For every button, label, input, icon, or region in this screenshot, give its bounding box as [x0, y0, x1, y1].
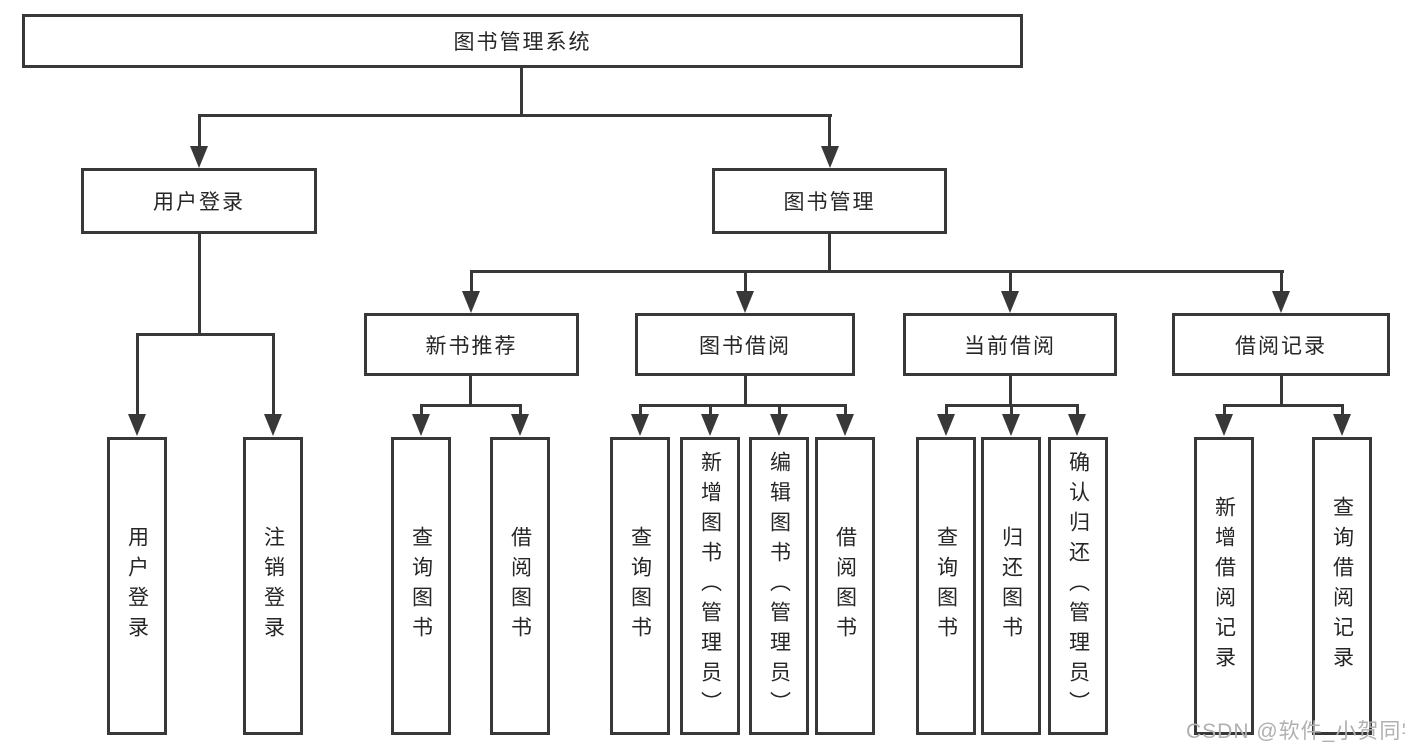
connector-line: [744, 270, 747, 293]
arrow-down-icon: [412, 414, 430, 436]
arrow-down-icon: [631, 414, 649, 436]
arrow-down-icon: [462, 291, 480, 313]
node-borrow-records: 借阅记录: [1172, 313, 1390, 376]
connector-line: [639, 404, 847, 407]
leaf-newbook-borrow-books: 借阅图书: [490, 437, 550, 735]
connector-line: [1280, 270, 1283, 293]
node-label: 确认归还（管理员）: [1066, 451, 1090, 721]
connector-line: [470, 270, 1284, 273]
leaf-borrowing-query-books: 查询图书: [610, 437, 670, 735]
connector-line: [272, 333, 275, 416]
arrow-down-icon: [1068, 414, 1086, 436]
node-label: 用户登录: [153, 191, 245, 214]
arrow-down-icon: [821, 146, 839, 168]
node-label: 编辑图书（管理员）: [767, 451, 791, 721]
connector-line: [519, 404, 522, 417]
connector-line: [470, 270, 473, 293]
connector-line: [1009, 270, 1012, 293]
arrow-down-icon: [937, 414, 955, 436]
arrow-down-icon: [1002, 414, 1020, 436]
connector-line: [198, 114, 832, 117]
node-book-borrowing: 图书借阅: [635, 313, 855, 376]
leaf-logout: 注销登录: [243, 437, 303, 735]
connector-line: [945, 404, 948, 417]
arrow-down-icon: [836, 414, 854, 436]
connector-line: [1076, 404, 1079, 417]
connector-line: [420, 404, 522, 407]
leaf-user-login: 用户登录: [107, 437, 167, 735]
connector-line: [1341, 404, 1344, 417]
connector-line: [744, 374, 747, 406]
leaf-borrowing-add-books-admin: 新增图书（管理员）: [680, 437, 740, 735]
connector-line: [778, 404, 781, 417]
arrow-down-icon: [264, 414, 282, 436]
connector-line: [520, 67, 523, 116]
connector-line: [1223, 404, 1344, 407]
connector-line: [1280, 374, 1283, 406]
node-book-management: 图书管理: [712, 168, 947, 234]
connector-line: [844, 404, 847, 417]
arrow-down-icon: [1272, 291, 1290, 313]
node-label: 当前借阅: [964, 334, 1056, 358]
connector-line: [198, 233, 201, 335]
node-label: 查询图书: [409, 526, 433, 646]
leaf-newbook-query-books: 查询图书: [391, 437, 451, 735]
connector-line: [136, 333, 275, 336]
node-label: 归还图书: [999, 526, 1023, 646]
connector-line: [1010, 404, 1013, 417]
leaf-borrowing-borrow-books: 借阅图书: [815, 437, 875, 735]
connector-line: [639, 404, 642, 417]
connector-line: [420, 404, 423, 417]
leaf-records-query-record: 查询借阅记录: [1312, 437, 1372, 735]
leaf-current-confirm-return-admin: 确认归还（管理员）: [1048, 437, 1108, 735]
arrow-down-icon: [128, 414, 146, 436]
node-label: 新书推荐: [425, 334, 518, 358]
arrow-down-icon: [701, 414, 719, 436]
connector-line: [198, 114, 201, 148]
watermark: CSDN @软件_小贺同学: [1186, 720, 1405, 743]
connector-line: [136, 333, 139, 416]
arrow-down-icon: [1215, 414, 1233, 436]
node-label: 借阅记录: [1235, 334, 1327, 358]
arrow-down-icon: [770, 414, 788, 436]
arrow-down-icon: [511, 414, 529, 436]
node-new-book-recommend: 新书推荐: [364, 313, 579, 376]
connector-line: [469, 374, 472, 406]
arrow-down-icon: [1333, 414, 1351, 436]
node-label: 图书管理系统: [453, 31, 592, 54]
node-label: 查询图书: [628, 526, 652, 646]
connector-line: [1223, 404, 1226, 417]
connector-line: [828, 114, 831, 148]
leaf-records-add-record: 新增借阅记录: [1194, 437, 1254, 735]
node-label: 图书借阅: [699, 334, 791, 358]
leaf-current-return-books: 归还图书: [981, 437, 1041, 735]
node-label: 借阅图书: [833, 526, 857, 646]
leaf-borrowing-edit-books-admin: 编辑图书（管理员）: [749, 437, 809, 735]
node-label: 图书管理: [783, 191, 876, 214]
node-label: 注销登录: [261, 526, 285, 646]
arrow-down-icon: [736, 291, 754, 313]
arrow-down-icon: [190, 146, 208, 168]
node-label: 新增借阅记录: [1212, 496, 1236, 676]
node-label: 查询图书: [934, 526, 958, 646]
leaf-current-query-books: 查询图书: [916, 437, 976, 735]
connector-line: [828, 233, 831, 273]
node-label: 新增图书（管理员）: [698, 451, 722, 721]
node-label: 查询借阅记录: [1330, 496, 1354, 676]
arrow-down-icon: [1001, 291, 1019, 313]
node-current-borrowing: 当前借阅: [903, 313, 1117, 376]
node-user-login: 用户登录: [81, 168, 317, 234]
connector-line: [709, 404, 712, 417]
connector-line: [1009, 374, 1012, 406]
node-library-system: 图书管理系统: [22, 14, 1023, 68]
node-label: 借阅图书: [508, 526, 532, 646]
node-label: 用户登录: [125, 526, 149, 646]
